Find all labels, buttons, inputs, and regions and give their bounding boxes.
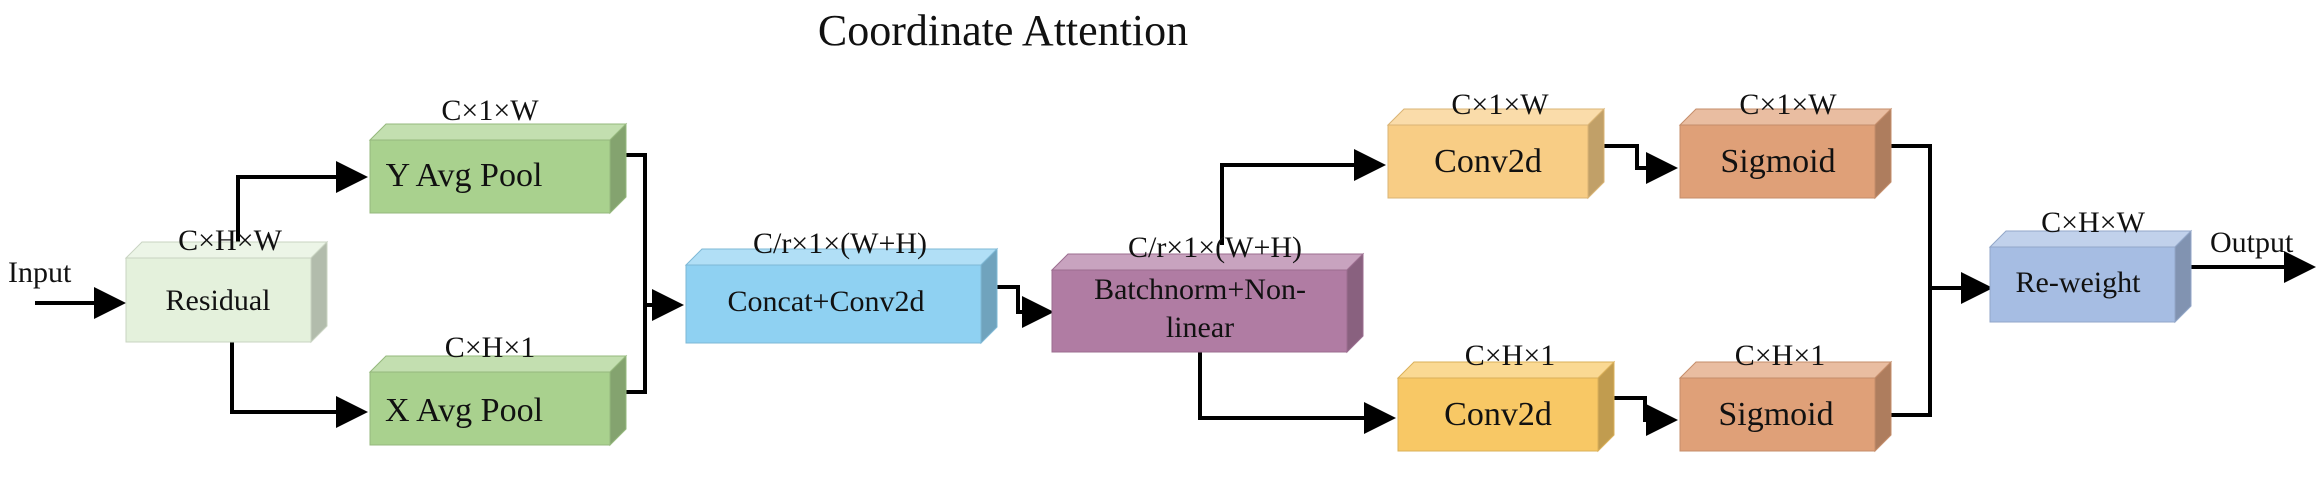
batchnorm-to-conv-top-arrow xyxy=(1220,149,1386,245)
sigmoid-bot-block xyxy=(1678,360,1893,453)
block-side-face xyxy=(1874,360,1892,453)
x-pool-dims: C×H×1 xyxy=(445,331,536,364)
x-pool-block xyxy=(368,354,628,447)
y-pool-dims: C×1×W xyxy=(441,94,539,127)
conv-bot-dims: C×H×1 xyxy=(1465,339,1556,372)
residual-label: Residual xyxy=(166,284,271,317)
batchnorm-dims: C/r×1×(W+H) xyxy=(1128,231,1302,264)
reweight-dims: C×H×W xyxy=(2041,206,2146,239)
block-side-face xyxy=(980,247,998,345)
reweight-block xyxy=(1988,229,2193,324)
residual-to-y-pool-arrow xyxy=(236,161,368,243)
y-pool-block xyxy=(368,122,628,215)
block-front-face xyxy=(1679,124,1876,199)
sigmoid-bot-to-merge-wire xyxy=(1885,288,1932,417)
conv-top-to-sigmoid-top-arrow xyxy=(1595,144,1678,184)
block-front-face xyxy=(1397,377,1599,452)
batchnorm-to-conv-bot-arrow xyxy=(1198,345,1396,434)
block-side-face xyxy=(2174,229,2192,324)
block-side-face xyxy=(609,122,627,215)
batchnorm-block xyxy=(1050,252,1365,354)
sigmoid-top-block xyxy=(1678,107,1893,200)
y-pool-label: Y Avg Pool xyxy=(386,157,543,194)
residual-block xyxy=(124,240,329,344)
sigmoid-top-to-merge-wire xyxy=(1885,144,1932,288)
conv-top-block xyxy=(1386,107,1606,200)
block-side-face xyxy=(609,354,627,447)
block-front-face xyxy=(369,371,611,446)
conv-bot-block xyxy=(1396,360,1616,453)
block-side-face xyxy=(1874,107,1892,200)
diagram-title: Coordinate Attention xyxy=(818,6,1188,55)
block-front-face xyxy=(685,264,982,344)
x-pool-label: X Avg Pool xyxy=(385,392,543,429)
conv-bot-to-sigmoid-bot-arrow xyxy=(1605,396,1678,436)
concat-to-batchnorm-arrow xyxy=(990,285,1054,328)
block-side-face xyxy=(310,240,328,344)
batchnorm-label-line1: Batchnorm+Non- xyxy=(1094,273,1306,306)
blocks xyxy=(124,107,2193,453)
sigmoid-bot-dims: C×H×1 xyxy=(1735,339,1826,372)
block-side-face xyxy=(1587,107,1605,200)
concat-block xyxy=(684,247,999,345)
batchnorm-label-line2: linear xyxy=(1166,311,1234,344)
block-front-face xyxy=(125,257,312,343)
labels: Input Output C×H×W Residual C×1×W Y Avg … xyxy=(8,88,2294,433)
sigmoid-top-dims: C×1×W xyxy=(1739,88,1837,121)
block-front-face xyxy=(1989,246,2176,323)
residual-dims: C×H×W xyxy=(178,224,283,257)
sigmoid-bot-label: Sigmoid xyxy=(1718,396,1833,433)
conv-bot-label: Conv2d xyxy=(1444,396,1552,433)
block-front-face xyxy=(1679,377,1876,452)
sigmoid-top-label: Sigmoid xyxy=(1720,143,1835,180)
reweight-label: Re-weight xyxy=(2016,266,2142,299)
block-front-face xyxy=(1051,269,1348,353)
block-front-face xyxy=(1387,124,1589,199)
conv-top-label: Conv2d xyxy=(1434,143,1542,180)
block-side-face xyxy=(1597,360,1615,453)
block-side-face xyxy=(1346,252,1364,354)
conv-top-dims: C×1×W xyxy=(1451,88,1549,121)
concat-label: Concat+Conv2d xyxy=(728,285,925,318)
block-front-face xyxy=(369,139,611,214)
output-label: Output xyxy=(2210,226,2294,259)
input-label: Input xyxy=(8,256,72,289)
concat-dims: C/r×1×(W+H) xyxy=(753,227,927,260)
